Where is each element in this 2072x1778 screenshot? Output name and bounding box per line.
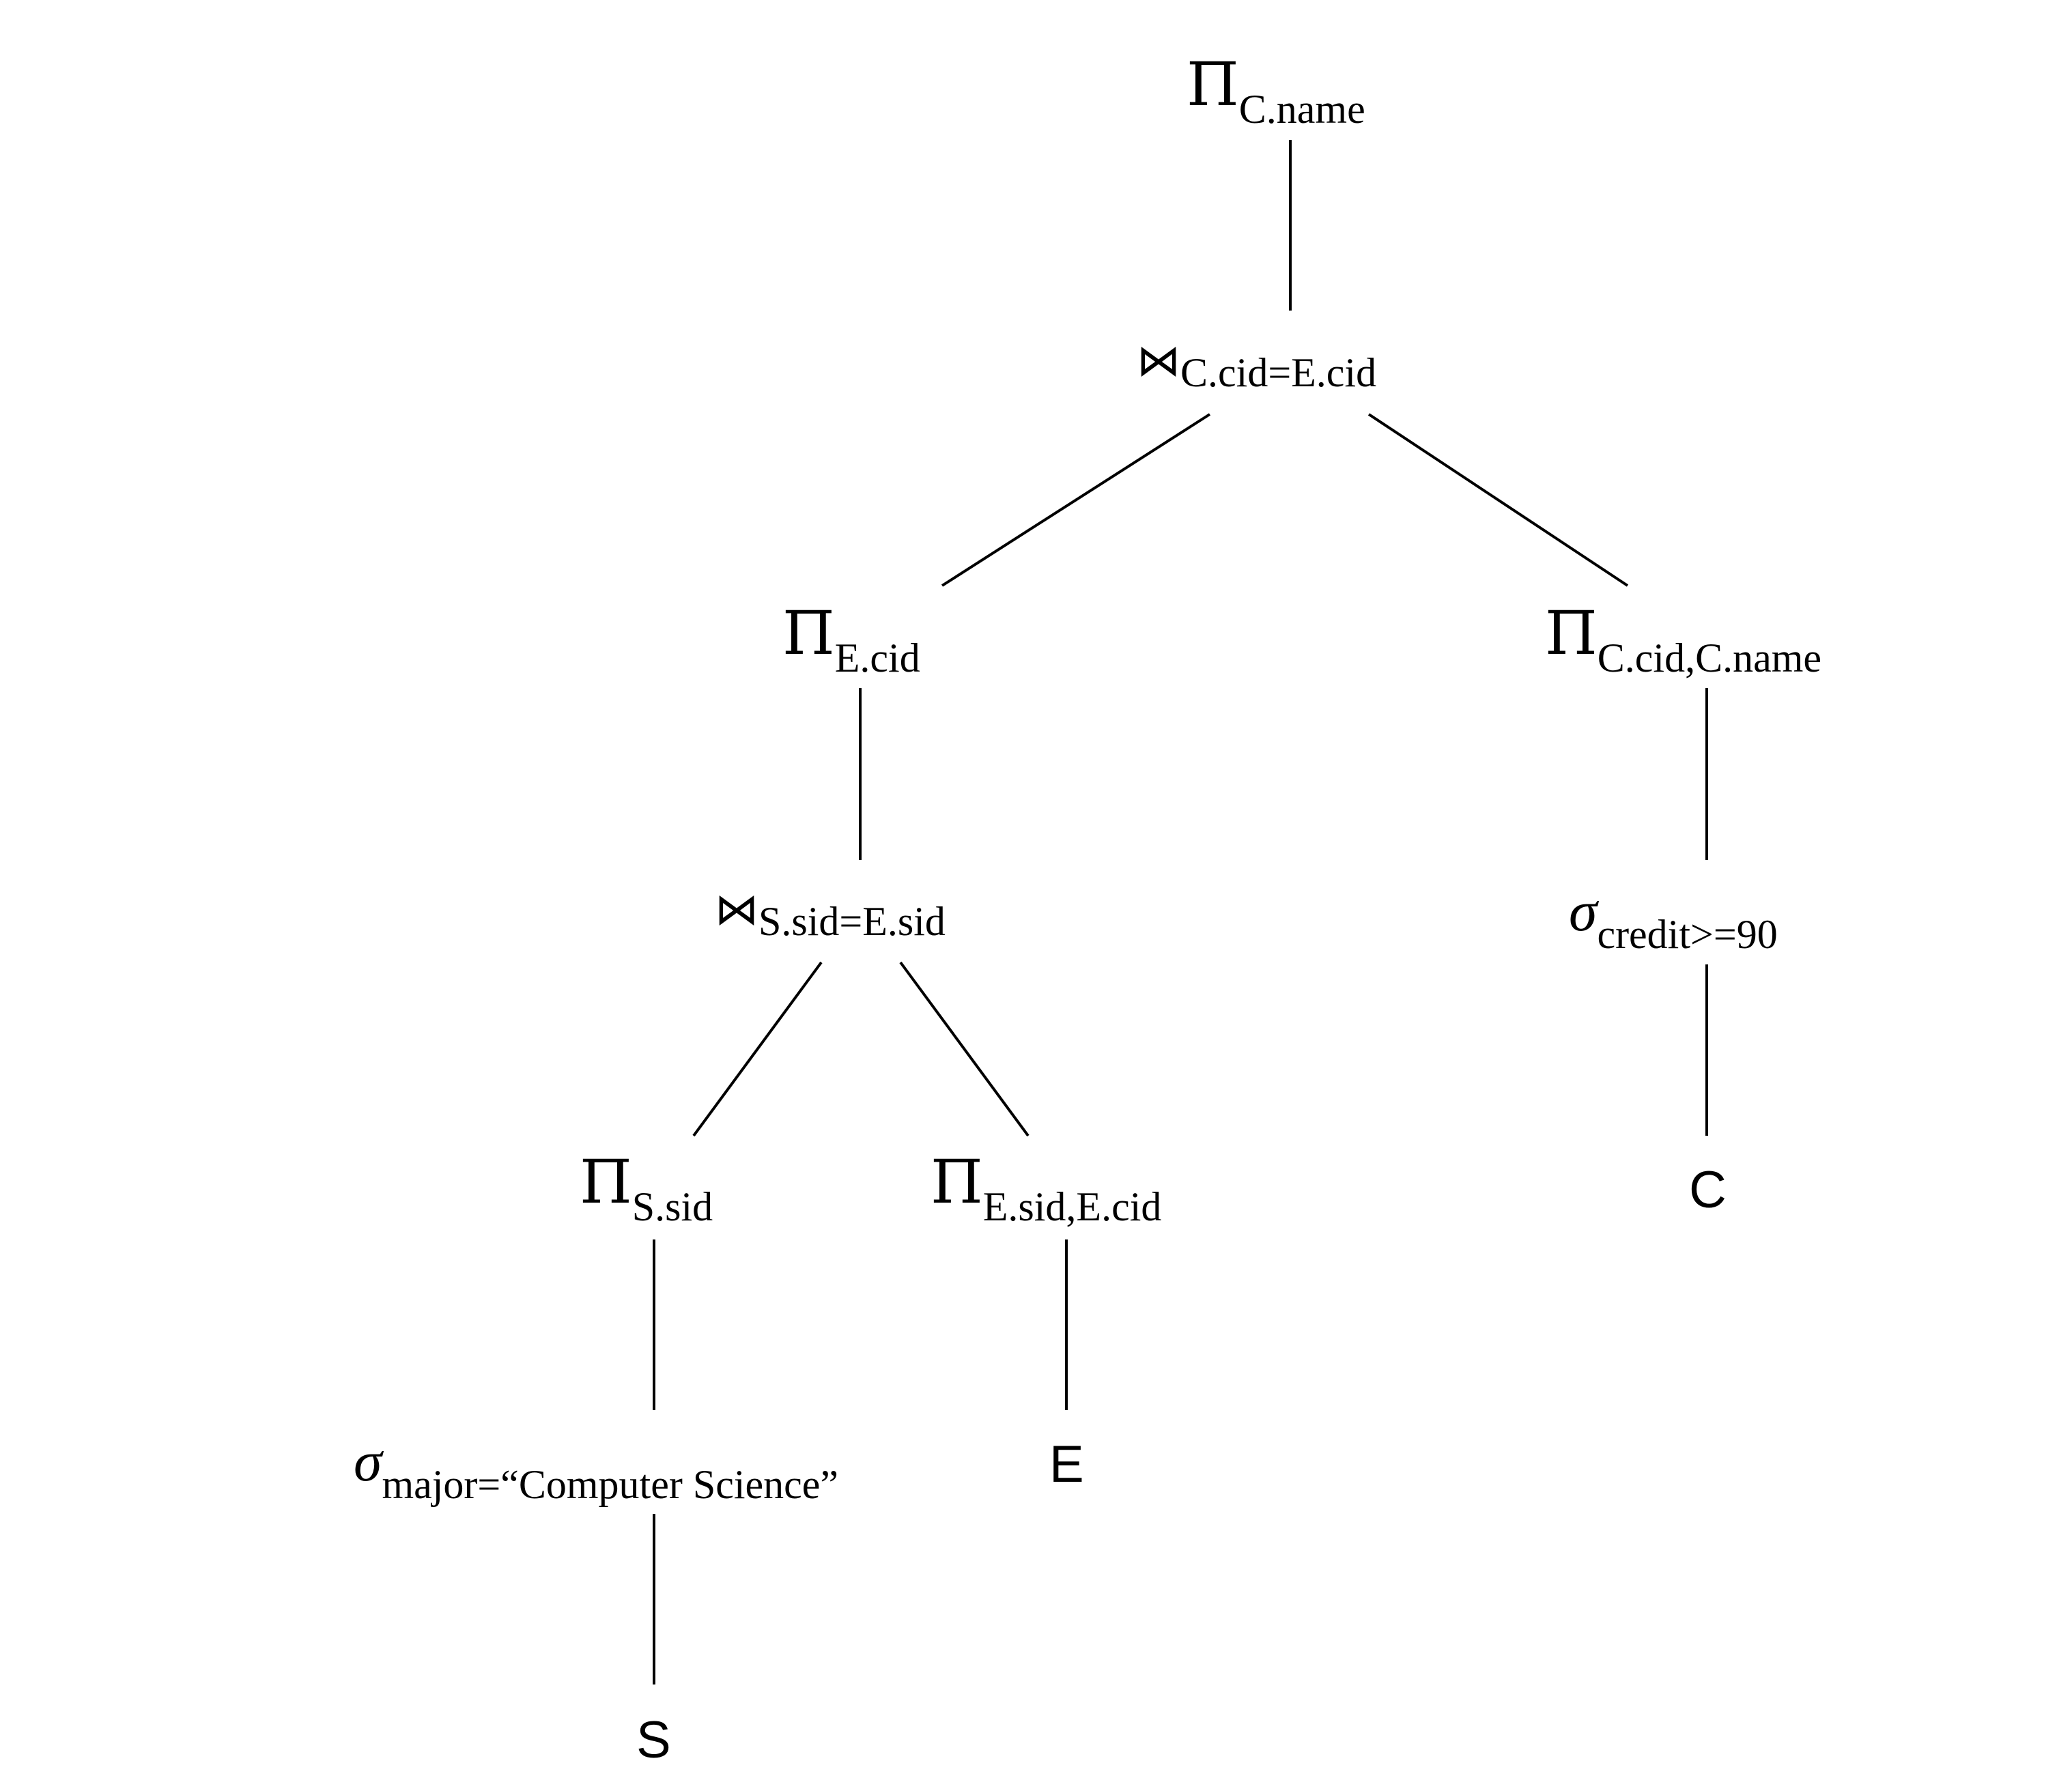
edge-top-join-to-right-project	[1367, 413, 1629, 587]
edge-inner-join-to-enroll-project	[899, 961, 1030, 1137]
projection-attributes: E.sid,E.cid	[982, 1184, 1162, 1229]
relation-c-leaf: C	[1689, 1161, 1727, 1219]
projection-symbol: Π	[1545, 598, 1598, 668]
join-symbol: ⋈	[1137, 336, 1180, 386]
selection-condition: major=“Computer Science”	[382, 1462, 839, 1507]
join-condition: S.sid=E.sid	[758, 899, 946, 944]
selection-condition: credit>=90	[1597, 912, 1778, 957]
projection-symbol: Π	[782, 598, 835, 668]
projection-symbol: Π	[1187, 49, 1239, 119]
join-condition: C.cid=E.cid	[1180, 350, 1377, 395]
root-project-node: ΠC.name	[1187, 55, 1365, 130]
top-join-node: ⋈C.cid=E.cid	[1137, 336, 1376, 393]
projection-symbol: Π	[580, 1147, 632, 1217]
major-select-node: σmajor=“Computer Science”	[354, 1430, 838, 1506]
relation-e-leaf: E	[1049, 1435, 1084, 1493]
projection-attributes: S.sid	[631, 1184, 713, 1229]
projection-attributes: E.cid	[834, 635, 920, 680]
edge-top-join-to-left-project	[941, 413, 1211, 587]
inner-join-node: ⋈S.sid=E.sid	[715, 885, 946, 942]
edge-inner-join-to-sid-project	[692, 961, 823, 1137]
selection-symbol: σ	[354, 1430, 382, 1493]
left-project-node: ΠE.cid	[782, 603, 920, 679]
right-project-node: ΠC.cid,C.name	[1545, 603, 1821, 679]
enroll-project-node: ΠE.sid,E.cid	[931, 1152, 1161, 1228]
credit-select-node: σcredit>=90	[1569, 880, 1778, 956]
projection-symbol: Π	[931, 1147, 983, 1217]
relation-s-leaf: S	[636, 1711, 671, 1769]
projection-attributes: C.cid,C.name	[1597, 635, 1822, 680]
sid-project-node: ΠS.sid	[580, 1152, 713, 1228]
selection-symbol: σ	[1569, 880, 1598, 943]
projection-attributes: C.name	[1238, 87, 1365, 132]
join-symbol: ⋈	[715, 885, 758, 935]
